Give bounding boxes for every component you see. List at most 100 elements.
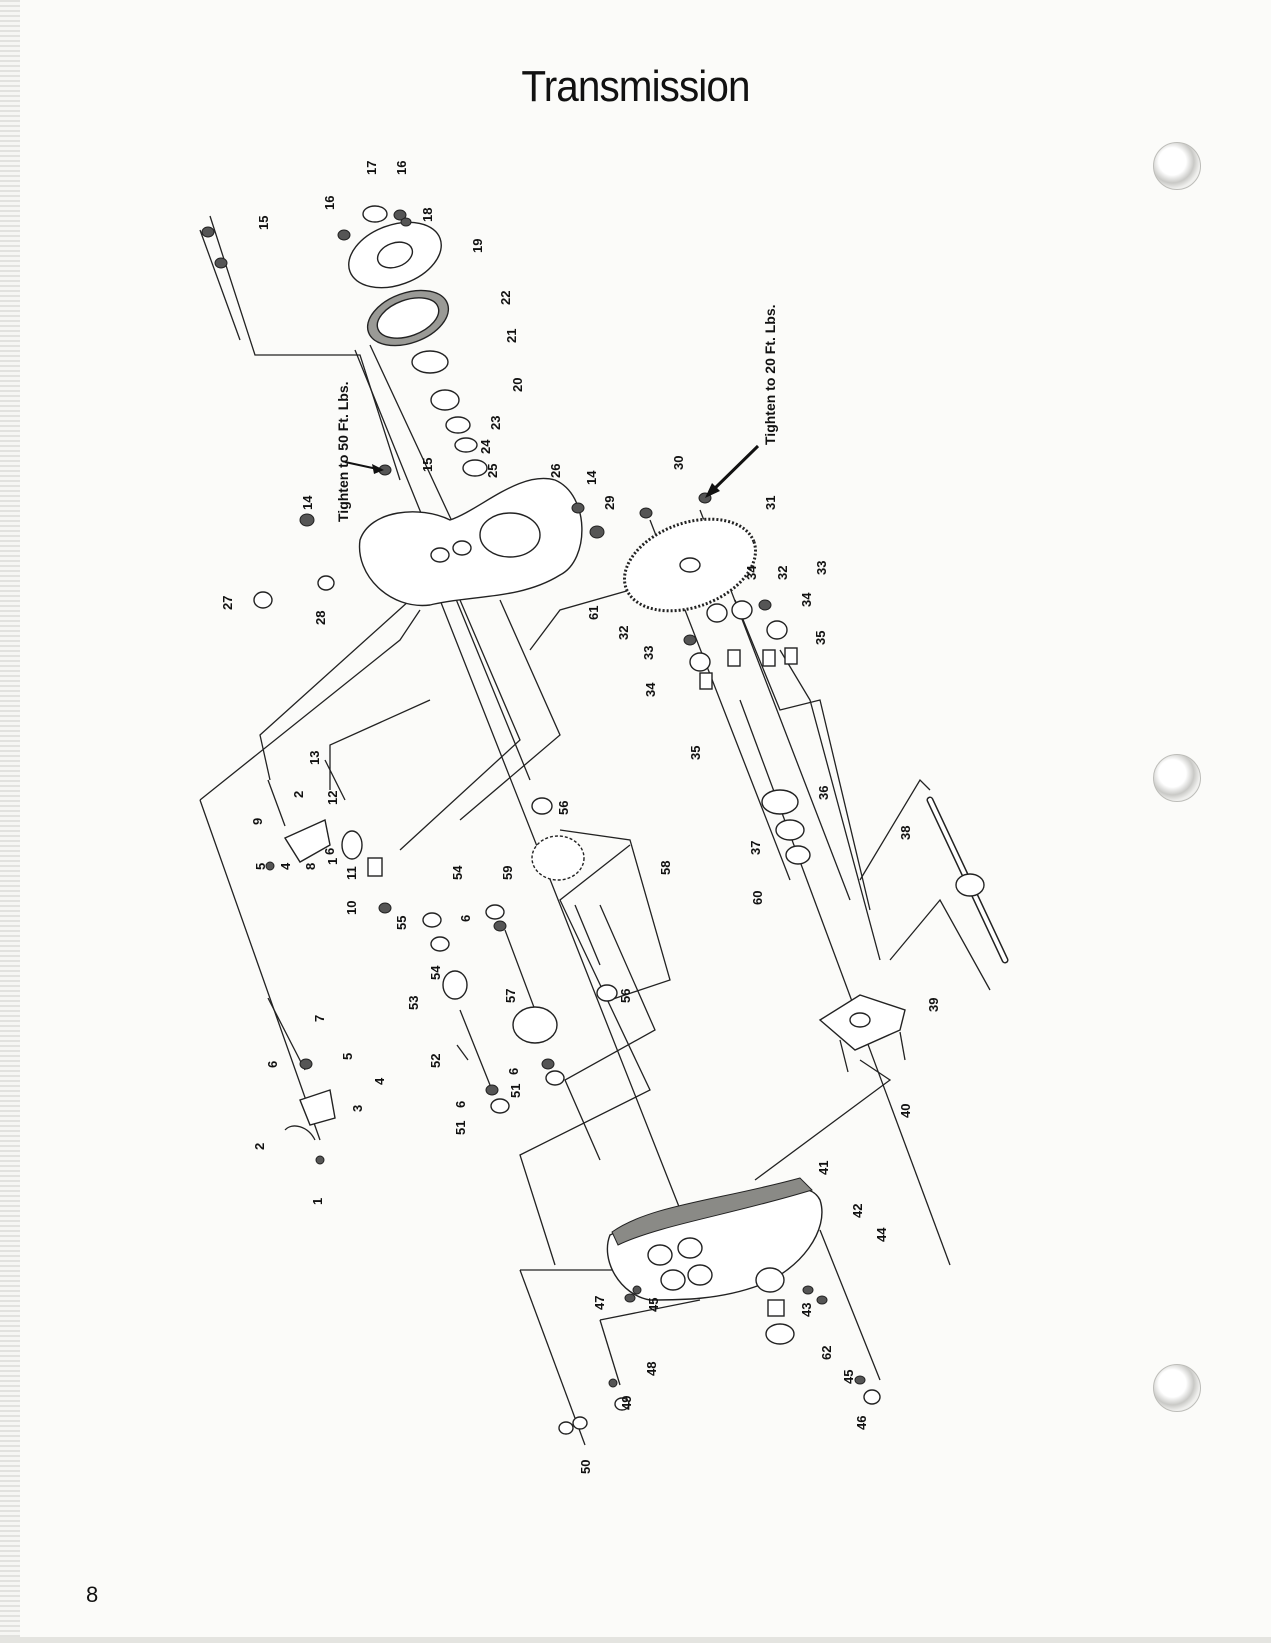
torque-note-20: Tighten to 20 Ft. Lbs. [762, 304, 778, 445]
callout-label: 2 [291, 791, 306, 798]
lock-washer [400, 217, 412, 227]
leader-line [564, 904, 656, 1161]
callout-label: 24 [478, 439, 493, 454]
bolt [614, 1397, 630, 1411]
leader-line [329, 699, 431, 790]
screw [624, 1293, 636, 1303]
callout-label: 1 [325, 858, 340, 865]
page-title: Transmission [521, 62, 750, 111]
callout-label: 39 [926, 998, 941, 1012]
callout-label: 19 [470, 239, 485, 253]
cover-plate-assembly [337, 205, 488, 477]
screw [802, 1285, 814, 1295]
callout-label: 7 [312, 1015, 327, 1022]
callout-label: 4 [278, 862, 293, 870]
callout-label: 30 [671, 456, 686, 470]
gear-hub [679, 557, 701, 573]
leader-line [199, 799, 321, 1141]
callout-label: 61 [586, 606, 601, 620]
leader-line [399, 599, 521, 851]
washer [490, 1098, 510, 1114]
shift-fork [299, 1089, 336, 1126]
callout-label: 18 [420, 208, 435, 222]
shaft [199, 229, 241, 341]
callout-label: 37 [748, 841, 763, 855]
housing-bore [647, 1244, 673, 1266]
bushing [727, 649, 741, 667]
upper-housing [253, 477, 605, 609]
callout-label: 42 [850, 1204, 865, 1218]
callout-label: 6 [453, 1101, 468, 1108]
nut [299, 513, 315, 527]
plug [589, 525, 605, 539]
leader-line [199, 609, 421, 801]
gear [442, 970, 468, 1000]
leader-line [739, 699, 951, 1266]
ball [265, 861, 275, 871]
washer [214, 257, 228, 269]
callout-label: 34 [744, 565, 759, 580]
leader-line [779, 649, 881, 961]
callout-label: 32 [775, 566, 790, 580]
washer [632, 1285, 642, 1295]
washer [445, 416, 471, 434]
washer [430, 936, 450, 952]
gear-cluster [512, 1006, 558, 1044]
callout-label: 40 [898, 1104, 913, 1118]
leader-line [859, 778, 931, 881]
pinion [689, 652, 711, 672]
callout-label: 28 [313, 611, 328, 625]
leader-line [259, 599, 411, 781]
leader-lines [199, 215, 991, 1446]
callout-label: 55 [394, 916, 409, 930]
callout-label: 49 [619, 1396, 634, 1410]
washer [378, 902, 392, 914]
bearing [430, 389, 460, 411]
seal [785, 845, 811, 865]
arrow-head [372, 464, 384, 474]
bushing [784, 647, 798, 665]
stud [839, 1039, 849, 1073]
callout-label: 56 [618, 989, 633, 1003]
pinion [706, 603, 728, 623]
vent [253, 591, 273, 609]
callout-label: 15 [256, 216, 271, 230]
callout-label: 5 [340, 1053, 355, 1060]
housing-body [358, 477, 583, 607]
callout-label: 16 [322, 196, 337, 210]
spring-clip [284, 1125, 316, 1141]
callout-label: 58 [658, 861, 673, 875]
key [456, 1044, 469, 1061]
callout-label: 43 [799, 1303, 814, 1317]
shaft [459, 1009, 491, 1086]
bushing [317, 575, 335, 591]
callout-label: 3 [350, 1105, 365, 1112]
leader-line [209, 215, 401, 481]
bolt [558, 1421, 574, 1435]
callout-label: 17 [364, 161, 379, 175]
leader-line [459, 599, 561, 821]
callout-label: 22 [498, 291, 513, 305]
leader-line [819, 1229, 881, 1381]
gear-cluster [531, 835, 585, 881]
spacer [411, 350, 449, 374]
callout-label: 33 [814, 561, 829, 575]
callout-label: 36 [816, 786, 831, 800]
housing-bore [687, 1264, 713, 1286]
housing-bore [430, 547, 450, 563]
shift-linkage [265, 759, 392, 1165]
housing-bore [660, 1269, 686, 1291]
leader-line [599, 1319, 621, 1386]
callout-label: 6 [265, 1061, 280, 1068]
washer [485, 904, 505, 920]
shaft [324, 759, 346, 801]
arrow-shaft [708, 444, 760, 495]
stud [899, 1031, 906, 1061]
binder-hole-top [1153, 142, 1201, 190]
callout-label: 6 [322, 848, 337, 855]
large-gear-assembly [623, 492, 798, 690]
gasket [611, 1177, 813, 1246]
callout-label: 35 [813, 631, 828, 645]
bolt [863, 1389, 881, 1405]
